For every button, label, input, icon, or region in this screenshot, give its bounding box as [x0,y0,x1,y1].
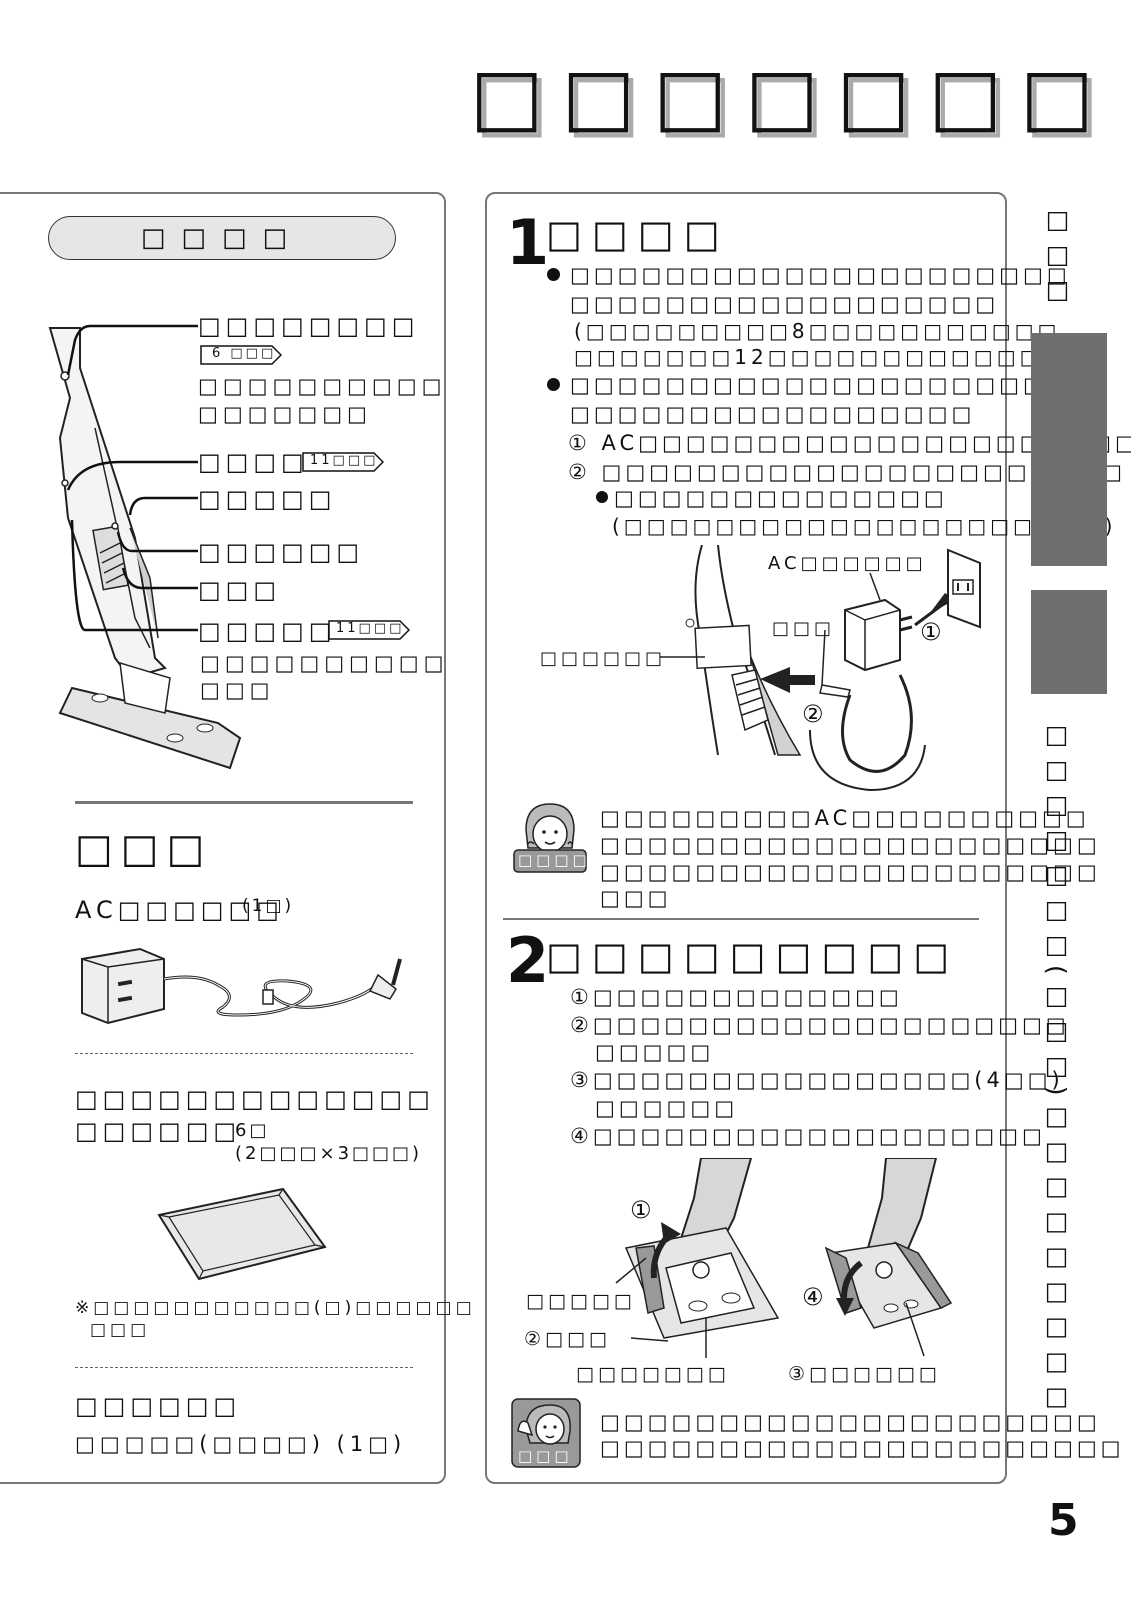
tip-line-3: □□□□□□□□□□□□□□□□□□□□□ [600,860,1101,884]
tip-line-4: □□□ [600,886,672,910]
part-label-1: □□□□□□□□ [198,312,420,340]
bullet-dot-1 [547,268,560,281]
sheet-line-2: □□□□□□ [75,1117,242,1145]
leader-lines [66,324,198,632]
page-ref-tag-3-text: 11□□□ [336,621,405,636]
sheet-pack-illustration [157,1187,327,1281]
right-panel [485,192,1007,1484]
step2-item-1: ①□□□□□□□□□□□□□ [570,985,903,1009]
part-desc-1-line1: □□□□□□□□□□ [198,374,447,398]
step1-b1-l1: □□□□□□□□□□□□□□□□□□□□□ [570,263,1071,287]
note-line-b: □□□□□□□□□□□□□□□□□□□□□□ [600,1436,1125,1460]
side-tab-gray-2 [1031,590,1107,694]
step1-b2-l1: □□□□□□□□□□□□□□□□□□□□□ [570,373,1071,397]
parts-header-pill: □□□□ [48,216,396,260]
step2-number: 2 [506,924,550,997]
fig-circle-1: ① [920,618,942,646]
step-divider [503,918,979,920]
step1-b1-l4: □□□□□□□12□□□□□□□□□□□□□□) [574,345,1101,369]
note-badge: □□□ [518,1447,573,1465]
step1-b1-l2: □□□□□□□□□□□□□□□□□□ [570,292,1000,316]
side-tab-bottom: □□□□□□□(□□□)□□□□□□□□□ [1042,720,1071,1417]
fig2-label-3: □□□□□□□ [576,1363,730,1385]
tip-line-1: □□□□□□□□□AC□□□□□□□□□□ [600,806,1090,830]
step2-item-4: ④□□□□□□□□□□□□□□□□□□□ [570,1124,1046,1148]
note-line-2: □□□ [90,1320,151,1340]
step2-title: □□□□□□□□□ [546,934,960,978]
tip-badge: □□□□ [518,851,591,869]
step1-sub2: ② □□□□□□□□□□□□□□□□□□□□□□ [568,460,1127,484]
page-ref-tag-2-text: 11□□□ [310,453,379,468]
page-ref-tag-1: 6 □□□ [200,345,283,369]
step2-item-2b: □□□□□ [595,1040,715,1064]
fig2-label-2: ②□□□ [524,1328,611,1350]
part-desc-6-line2: □□□ [200,678,275,702]
divider [75,801,413,804]
step2-item-3: ③□□□□□□□□□□□□□□□□(4□□) [570,1068,1064,1092]
step2-item-3b: □□□□□□ [595,1096,739,1120]
side-tab-gray-1 [1031,333,1107,566]
part-desc-6-line1: □□□□□□□□□□ [200,651,449,675]
accessories-heading: □□□ [75,826,213,872]
page-ref-tag-1-text: 6 □□□ [212,346,277,361]
adapter-qty: (1□) [242,896,295,916]
part-label-4: □□□□□□ [198,538,365,566]
fig2-label-1: □□□□□ [526,1290,636,1312]
page-ref-tag-2: 11□□□ [302,452,385,476]
adapter-label: AC□□□□□□ [75,896,284,924]
fig2-circle-1: ① [630,1196,652,1224]
bullet-dot-2 [547,378,560,391]
sheet-line-1: □□□□□□□□□□□□□ [75,1085,435,1113]
step1-b1-l3: (□□□□□□□□□8□□□□□□□□□□□ [574,319,1061,343]
tip-line-2: □□□□□□□□□□□□□□□□□□□□□ [600,833,1101,857]
part-label-5: □□□ [198,576,282,604]
cleaner-illustration [48,327,242,770]
page-title: □□□□□□□ [470,52,1112,142]
left-panel [0,192,446,1484]
step1-sub-bullet-paren: (□□□□□□□□□□□□□□□□□□□□□) [612,514,1117,538]
charging-illustration [660,545,981,792]
fig-jack-label: □□□□□□ [540,648,667,669]
note-character-icon [511,1398,581,1468]
doc-heading: □□□□□□ [75,1392,242,1420]
page-number: 5 [1048,1495,1079,1546]
note-line-a: □□□□□□□□□□□□□□□□□□□□□ [600,1410,1101,1434]
fig-circle-2: ② [802,700,824,728]
doc-line: □□□□□(□□□□) (1□) [75,1432,407,1456]
dashed-divider-2 [75,1367,413,1368]
note-line-1: ※□□□□□□□□□□□(□)□□□□□□ [75,1298,476,1318]
sheet-qty-detail: (2□□□×3□□□) [235,1143,423,1164]
step1-sub-bullet: □□□□□□□□□□□□□□ [614,486,948,510]
page-ref-tag-3: 11□□□ [328,620,411,644]
sheet-qty: 6□ [235,1120,270,1141]
fig2-circle-4: ④ [802,1283,824,1311]
sheet-attach-illustration [615,1158,953,1358]
part-desc-1-line2: □□□□□□□ [198,402,372,426]
fig-adapter-label: AC□□□□□□ [768,553,927,574]
fig-plug-label: □□□ [772,618,836,639]
ac-adapter-illustration [81,947,402,1025]
bullet-dot-3 [596,491,608,503]
part-label-2: □□□□ [198,448,309,476]
side-tab-top: □□□ [1043,205,1072,310]
step2-item-2: ②□□□□□□□□□□□□□□□□□□□□ [570,1013,1070,1037]
step1-title: □□□□ [546,212,730,256]
step1-number: 1 [506,206,550,279]
fig2-label-4: ③□□□□□□ [788,1363,941,1385]
part-label-3: □□□□□ [198,485,337,513]
dashed-divider-1 [75,1053,413,1054]
tip-character-icon [513,803,587,873]
step1-b2-l2: □□□□□□□□□□□□□□□□□ [570,402,976,426]
part-label-6: □□□□□ [198,617,337,645]
